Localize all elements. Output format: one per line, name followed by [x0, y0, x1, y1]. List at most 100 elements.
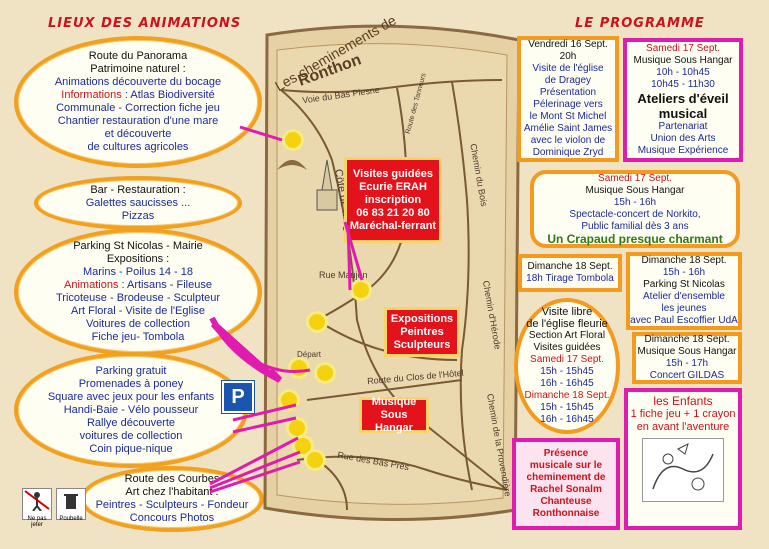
sam2-line6: Un Crapaud presque charmant	[547, 232, 723, 246]
sam2-line4: Spectacle-concert de Norkito,	[569, 209, 701, 220]
sam1-line7: Partenariat	[658, 121, 708, 132]
dim2-line4: Atelier d'ensemble	[643, 291, 725, 302]
village-map: Les cheminements de Ronthon Voie du Bas …	[257, 12, 527, 525]
panorama-line4: Informations : Atlas Biodiversité	[61, 89, 215, 101]
map-background	[263, 24, 521, 521]
erah-line3: inscription	[364, 193, 422, 206]
courbes-line3: Peintres - Sculpteurs - Fondeur	[95, 499, 249, 511]
panorama-line6: Chantier restauration d'une mare	[57, 115, 219, 127]
dim3-line3: 15h - 17h	[665, 358, 709, 369]
map-marker-star	[285, 132, 301, 148]
trash-bin-icon: Poubelle	[56, 488, 86, 522]
parking-line2: Expositions :	[106, 253, 170, 265]
vendredi-line1: Vendredi 16 Sept.	[528, 39, 608, 50]
courbes-line1: Route des Courbes	[124, 473, 220, 485]
vendredi-line10: Dominique Zryd	[532, 147, 604, 158]
vendredi-line3: Visite de l'église	[532, 63, 604, 74]
panorama-line5: Communale - Correction fiche jeu	[56, 102, 220, 114]
sam2-line2: Musique Sous Hangar	[585, 185, 685, 196]
eglise-oval: Visite libre de l'église fleurie Section…	[514, 298, 620, 434]
courbes-line4: Concours Photos	[129, 512, 215, 524]
dim3-line2: Musique Sous Hangar	[637, 346, 737, 357]
map-marker-star	[281, 392, 297, 408]
no-litter-label: Ne pas jeter	[27, 516, 47, 528]
right-section-title: LE PROGRAMME	[575, 16, 705, 31]
gratuit-line5: Rallye découverte	[86, 416, 176, 429]
map-marker-star	[295, 438, 311, 454]
erah-label: Visites guidées Ecurie ERAH inscription …	[347, 160, 439, 240]
sam1-line9: Musique Expérience	[637, 145, 729, 156]
sam1-line1: Samedi 17 Sept.	[646, 43, 720, 54]
sam1-line2: Musique Sous Hangar	[633, 55, 733, 66]
dim1-line2: 18h Tirage Tombola	[526, 273, 614, 284]
presence-line4: Rachel Sonalm	[530, 484, 602, 495]
presence-line2: musicale sur le	[529, 460, 603, 471]
parking-gratuit-oval: Parking gratuit Promenades à poney Squar…	[14, 352, 248, 468]
eglise-line10: 16h - 16h45	[540, 414, 594, 425]
panorama-line2: Patrimoine naturel :	[90, 63, 186, 75]
enfants-line1: les Enfants	[653, 394, 713, 408]
gratuit-line1: Parking gratuit	[95, 364, 167, 377]
expo-label: Expositions Peintres Sculpteurs	[387, 310, 457, 354]
gratuit-line4: Handi-Baie - Vélo pousseur	[63, 403, 199, 416]
presence-musicale-box: Présence musicale sur le cheminement de …	[512, 438, 620, 530]
bar-line2: Galettes saucisses ...	[85, 196, 191, 209]
sam2-line5: Public familial dès 3 ans	[581, 221, 689, 232]
dimanche-concert-box: Dimanche 18 Sept. Musique Sous Hangar 15…	[632, 332, 742, 384]
samedi-afternoon-box: Samedi 17 Sept. Musique Sous Hangar 15h …	[530, 170, 740, 248]
eglise-line6: 15h - 15h45	[540, 366, 594, 377]
courbes-oval: Route des Courbes Art chez l'habitant : …	[80, 466, 264, 532]
musique-line1: Musique	[371, 395, 417, 408]
eglise-line9: 15h - 15h45	[540, 402, 594, 413]
panorama-line3: Animations découverte du bocage	[54, 76, 222, 88]
erah-line4: 06 83 21 20 80	[356, 206, 430, 219]
expo-line2: Peintres	[400, 325, 444, 338]
parking-sign-icon: P	[222, 381, 254, 413]
panorama-line8: de cultures agricoles	[87, 141, 189, 153]
panorama-line7: et découverte	[104, 128, 172, 140]
parking-line6: Art Floral - Visite de l'Eglise	[71, 305, 205, 317]
vendredi-line4: de Dragey	[544, 75, 592, 86]
parking-line1: Parking St Nicolas - Mairie	[73, 240, 203, 252]
vendredi-line5: Présentation	[539, 87, 597, 98]
dim2-line6: avec Paul Escoffier UdA	[630, 315, 738, 326]
sam1-line8: Union des Arts	[650, 133, 716, 144]
gratuit-line7: Coin pique-nique	[89, 442, 173, 455]
vendredi-line2: 20h	[559, 51, 577, 62]
map-marker-star	[353, 282, 369, 298]
sam2-line3: 15h - 16h	[613, 197, 657, 208]
parking-line5: Tricoteuse - Brodeuse - Sculpteur	[55, 292, 221, 304]
vendredi-line6: Pélerinage vers	[533, 99, 603, 110]
presence-line1: Présence	[543, 448, 589, 459]
map-marker-star	[317, 365, 333, 381]
expo-line1: Expositions	[390, 312, 454, 325]
parking-line7: Voitures de collection	[86, 318, 190, 330]
map-depart-label: Départ	[297, 350, 322, 359]
sam1-line6: musical	[658, 106, 708, 121]
no-litter-icon: Ne pas jeter	[22, 488, 52, 528]
dim2-line5: les jeunes	[661, 303, 707, 314]
eglise-line2: de l'église fleurie	[526, 318, 608, 330]
expo-line3: Sculpteurs	[393, 338, 451, 351]
dimanche-tombola-box: Dimanche 18 Sept. 18h Tirage Tombola	[518, 254, 622, 292]
bar-line1: Bar - Restauration :	[90, 183, 186, 196]
map-marker-star	[307, 452, 323, 468]
eglise-line4: Visites guidées	[533, 342, 601, 353]
sam1-line5: Ateliers d'éveil	[637, 91, 729, 106]
gratuit-line3: Square avec jeux pour les enfants	[47, 390, 215, 403]
vendredi-line7: le Mont St Michel	[529, 111, 607, 122]
sam2-line1: Samedi 17 Sept.	[598, 173, 672, 184]
map-marker-star	[309, 314, 325, 330]
musique-label: Musique Sous Hangar	[362, 396, 426, 434]
eglise-line5: Samedi 17 Sept.	[530, 354, 604, 365]
panorama-line1: Route du Panorama	[88, 50, 188, 62]
presence-line6: Ronthonnaise	[532, 508, 600, 519]
eglise-line7: 16h - 16h45	[540, 378, 594, 389]
courbes-line2: Art chez l'habitant :	[125, 486, 219, 498]
trash-bin-label: Poubelle	[59, 516, 83, 522]
eglise-line1: Visite libre	[541, 306, 593, 318]
sam1-line3: 10h - 10h45	[656, 67, 710, 78]
map-marker-star	[289, 420, 305, 436]
activity-sheet-illustration	[642, 438, 724, 502]
